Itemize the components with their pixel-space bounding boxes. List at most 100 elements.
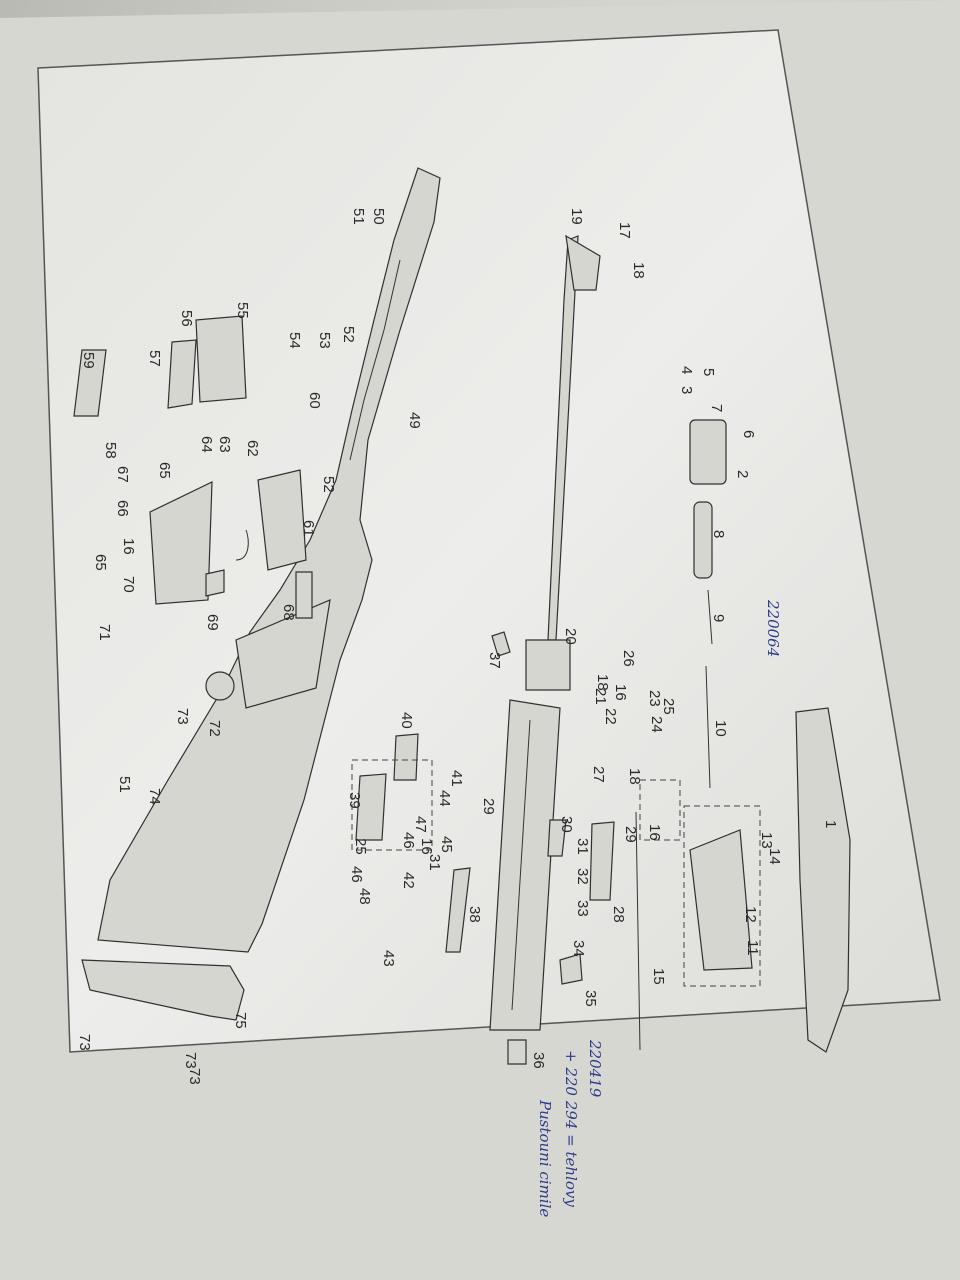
callout-72: 72 — [206, 720, 223, 737]
callout-48: 48 — [356, 888, 373, 905]
callout-18: 18 — [630, 262, 647, 279]
callout-4: 4 — [678, 366, 695, 374]
callout-16: 16 — [120, 538, 137, 555]
callout-75: 75 — [232, 1012, 249, 1029]
callout-26: 26 — [620, 650, 637, 667]
callout-21: 21 — [592, 688, 609, 705]
callout-36: 36 — [530, 1052, 547, 1069]
callout-29: 29 — [480, 798, 497, 815]
callout-3: 3 — [678, 386, 695, 394]
callout-41: 41 — [448, 770, 465, 787]
callout-55: 55 — [234, 302, 251, 319]
callout-40: 40 — [398, 712, 415, 729]
callout-52: 52 — [320, 476, 337, 493]
callout-28: 28 — [610, 906, 627, 923]
callout-68: 68 — [280, 604, 297, 621]
callout-73: 73 — [174, 708, 191, 725]
callout-43: 43 — [380, 950, 397, 967]
callout-44: 44 — [436, 790, 453, 807]
callout-56: 56 — [178, 310, 195, 327]
callout-16: 16 — [612, 684, 629, 701]
callout-16: 16 — [646, 824, 663, 841]
callout-30: 30 — [558, 816, 575, 833]
callout-50: 50 — [370, 208, 387, 225]
callout-25: 25 — [352, 838, 369, 855]
callout-74: 74 — [146, 788, 163, 805]
callout-61: 61 — [300, 520, 317, 537]
receiver — [489, 699, 561, 1031]
callout-22: 22 — [602, 708, 619, 725]
callout-65: 65 — [92, 554, 109, 571]
barrel — [525, 234, 601, 691]
callout-45: 45 — [438, 836, 455, 853]
callout-57: 57 — [146, 350, 163, 367]
callout-13: 13 — [758, 832, 775, 849]
callout-70: 70 — [120, 576, 137, 593]
trigger-group — [73, 315, 615, 1065]
callout-29: 29 — [622, 826, 639, 843]
callout-49: 49 — [406, 412, 423, 429]
handwritten-note-35c: Pustouni cimile — [536, 1099, 554, 1217]
callout-37: 37 — [486, 652, 503, 669]
callout-53: 53 — [316, 332, 333, 349]
callout-67: 67 — [114, 466, 131, 483]
callout-33: 33 — [574, 900, 591, 917]
callout-25: 25 — [660, 698, 677, 715]
callout-31: 31 — [426, 854, 443, 871]
callout-7: 7 — [708, 404, 725, 412]
callout-73: 73 — [186, 1068, 203, 1085]
callout-65: 65 — [156, 462, 173, 479]
callout-38: 38 — [466, 906, 483, 923]
callout-6: 6 — [740, 430, 757, 438]
callout-46: 46 — [348, 866, 365, 883]
callout-62: 62 — [244, 440, 261, 457]
stock — [81, 167, 441, 1021]
callout-60: 60 — [306, 392, 323, 409]
handwritten-note-35: 220419 — [586, 1039, 604, 1098]
callout-51: 51 — [350, 208, 367, 225]
callout-64: 64 — [198, 436, 215, 453]
callout-15: 15 — [650, 968, 667, 985]
callout-51: 51 — [116, 776, 133, 793]
callout-34: 34 — [570, 940, 587, 957]
callout-71: 71 — [96, 624, 113, 641]
callout-10: 10 — [712, 720, 729, 737]
handwritten-note-9: 220064 — [764, 599, 782, 657]
callout-58: 58 — [102, 442, 119, 459]
callout-9: 9 — [710, 614, 727, 622]
callout-20: 20 — [562, 628, 579, 645]
callout-73: 73 — [182, 1052, 199, 1069]
callout-17: 17 — [616, 222, 633, 239]
callout-66: 66 — [114, 500, 131, 517]
magazine — [683, 805, 761, 987]
callout-16: 16 — [418, 838, 435, 855]
callout-14: 14 — [766, 848, 783, 865]
callout-8: 8 — [710, 530, 727, 538]
callout-18: 18 — [594, 674, 611, 691]
callout-63: 63 — [216, 436, 233, 453]
callout-52: 52 — [340, 326, 357, 343]
callout-1: 1 — [822, 820, 839, 828]
callout-59: 59 — [80, 352, 97, 369]
callout-27: 27 — [590, 766, 607, 783]
bolt-assembly — [635, 419, 727, 1051]
callout-19: 19 — [568, 208, 585, 225]
callout-23: 23 — [646, 690, 663, 707]
callout-2: 2 — [734, 470, 751, 478]
callout-69: 69 — [204, 614, 221, 631]
scope — [795, 707, 851, 1053]
callout-24: 24 — [648, 716, 665, 733]
callout-5: 5 — [700, 368, 717, 376]
callout-35: 35 — [582, 990, 599, 1007]
handwritten-note-35b: + 220 294 = tehlovy — [562, 1050, 580, 1207]
callout-47: 47 — [412, 816, 429, 833]
callout-18: 18 — [626, 768, 643, 785]
callout-32: 32 — [574, 868, 591, 885]
callout-42: 42 — [400, 872, 417, 889]
callout-12: 12 — [742, 906, 759, 923]
callout-46: 46 — [400, 832, 417, 849]
callout-31: 31 — [574, 838, 591, 855]
